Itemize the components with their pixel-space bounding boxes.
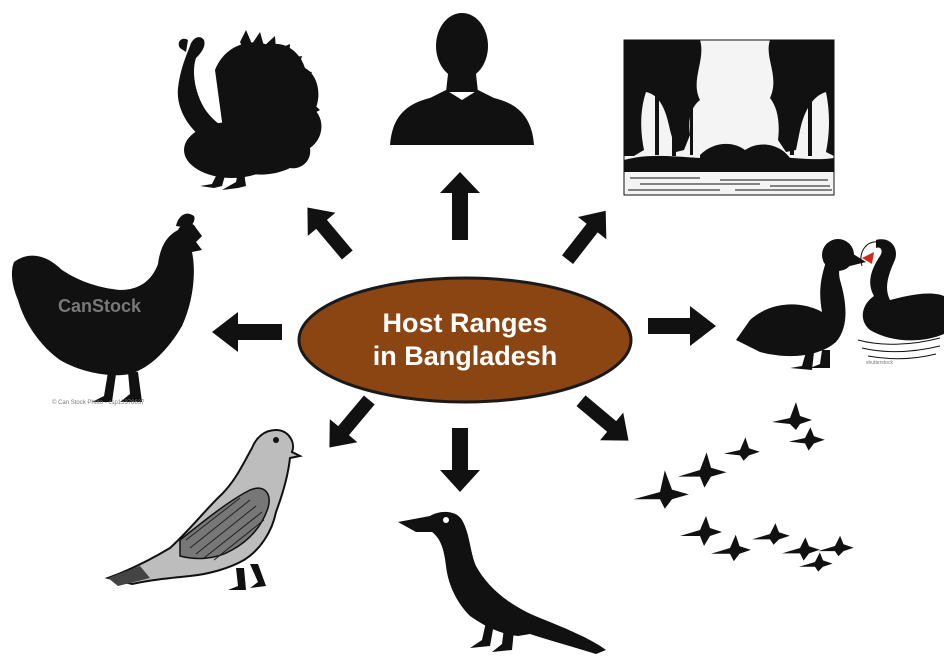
human-icon (390, 13, 534, 145)
wetland-icon (624, 40, 834, 195)
arrow-down-right (569, 387, 640, 454)
arrow-down-left (316, 388, 383, 459)
migratory-birds-icon (634, 402, 854, 572)
center-ellipse (299, 278, 631, 402)
swan-stock-caption: shutterstock (866, 360, 893, 366)
duck-swan-icon: shutterstock (736, 239, 944, 370)
pigeon-icon (108, 430, 300, 590)
arrow-up (440, 172, 480, 240)
canstock-logo-watermark: CanStock (58, 296, 141, 317)
turkey-icon (178, 30, 322, 190)
crow-icon (398, 512, 606, 654)
canstock-credit-caption: © Can Stock Photo - csp15378637 (52, 400, 144, 406)
arrow-up-left (294, 196, 361, 267)
arrow-up-right (553, 200, 620, 271)
arrow-right (648, 306, 716, 346)
arrow-down (440, 428, 480, 492)
arrow-left (212, 312, 282, 352)
